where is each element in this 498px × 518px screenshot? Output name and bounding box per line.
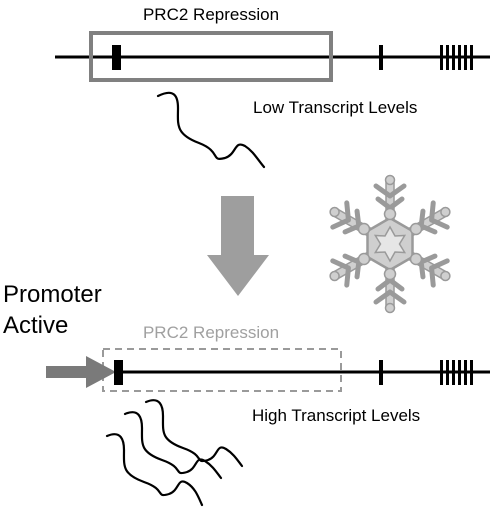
bottom-transcript-label: High Transcript Levels	[252, 406, 420, 425]
bottom-repression-label: PRC2 Repression	[143, 323, 279, 342]
bottom-repression-box	[102, 348, 342, 392]
promoter-label-line1: Promoter	[3, 281, 102, 308]
bottom-exon-first	[114, 360, 123, 385]
top-transcript-wave	[156, 91, 266, 169]
top-exon-middle	[379, 45, 383, 70]
top-transcript-label: Low Transcript Levels	[253, 98, 417, 117]
bottom-transcript-wave	[123, 411, 223, 480]
right-arrow-icon	[46, 356, 116, 388]
snowflake-icon	[329, 174, 451, 314]
bottom-panel: Promoter Active PRC2 Repression High Tra…	[3, 281, 490, 507]
promoter-label-line2: Active	[3, 312, 68, 339]
bottom-exon-middle	[379, 360, 383, 385]
top-panel: PRC2 Repression Low Transcript Levels	[55, 5, 490, 169]
bottom-exon-cluster	[440, 360, 473, 385]
top-repression-box	[89, 31, 333, 82]
bottom-transcript-wave	[144, 399, 244, 468]
top-repression-label: PRC2 Repression	[143, 5, 279, 24]
top-exon-first	[112, 45, 121, 70]
down-arrow-icon	[207, 196, 269, 296]
bottom-transcript-wave	[105, 433, 204, 507]
top-exon-cluster	[440, 45, 473, 70]
